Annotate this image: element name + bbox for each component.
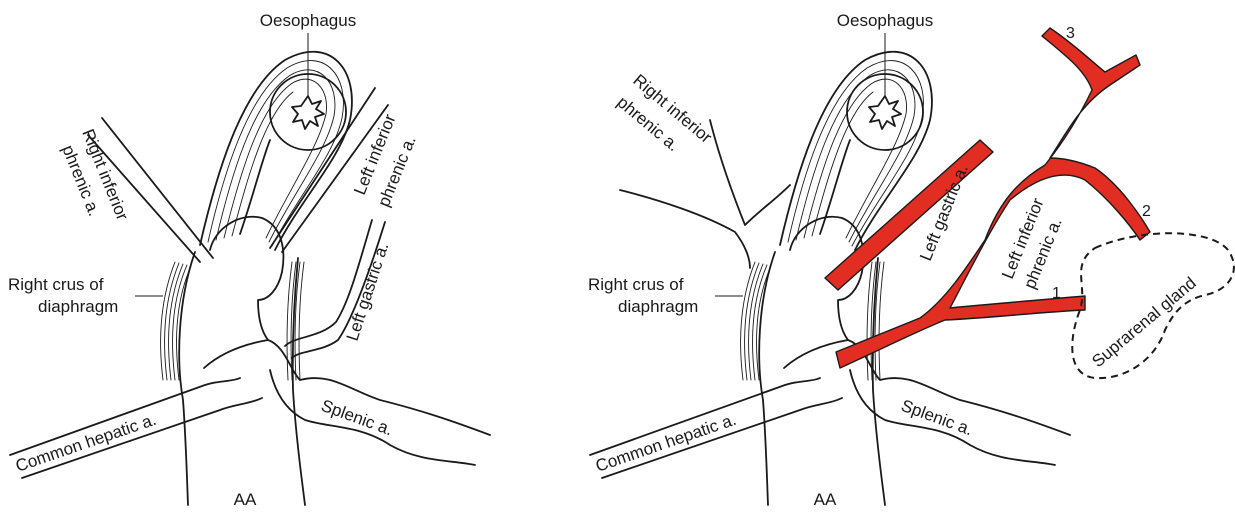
left-aorta-left-wall <box>179 252 195 505</box>
left-oesophagus-label: Oesophagus <box>260 11 356 30</box>
right-branch-3-label: 3 <box>1066 25 1075 42</box>
left-right-crus-label-2: diaphragm <box>38 297 118 316</box>
right-oesophagus-label: Oesophagus <box>837 11 933 30</box>
right-right-crus-label-1: Right crus of <box>588 275 684 294</box>
left-aa-label: AA <box>234 490 257 509</box>
right-aorta-right-wall <box>873 258 885 505</box>
left-right-crus-label-1: Right crus of <box>8 275 104 294</box>
left-common-hepatic-label: Common hepatic a. <box>13 410 159 476</box>
right-right-inferior-phrenic-lower <box>620 190 750 268</box>
right-branch-2-label: 2 <box>1142 203 1151 220</box>
left-splenic-label: Splenic a. <box>319 396 396 439</box>
left-panel: Oesophagus Right inferior phrenic a. Lef… <box>8 11 490 509</box>
left-oesophagus-lumen-icon <box>292 96 324 129</box>
right-aa-label: AA <box>814 490 837 509</box>
right-common-hepatic-label: Common hepatic a. <box>593 410 739 476</box>
right-aorta-left-wall <box>759 252 775 505</box>
right-splenic-label: Splenic a. <box>899 396 976 439</box>
left-aorta-right-wall <box>293 258 305 505</box>
right-suprarenal-gland-label: Suprarenal gland <box>1088 273 1199 371</box>
right-panel: Oesophagus Right inferior phrenic a. Lef… <box>588 11 1234 509</box>
right-branch-1-label: 1 <box>1052 285 1061 302</box>
right-right-crus-label-2: diaphragm <box>618 297 698 316</box>
right-oesophagus-lumen-icon <box>869 96 901 129</box>
right-right-inferior-phrenic-upper <box>710 120 790 225</box>
